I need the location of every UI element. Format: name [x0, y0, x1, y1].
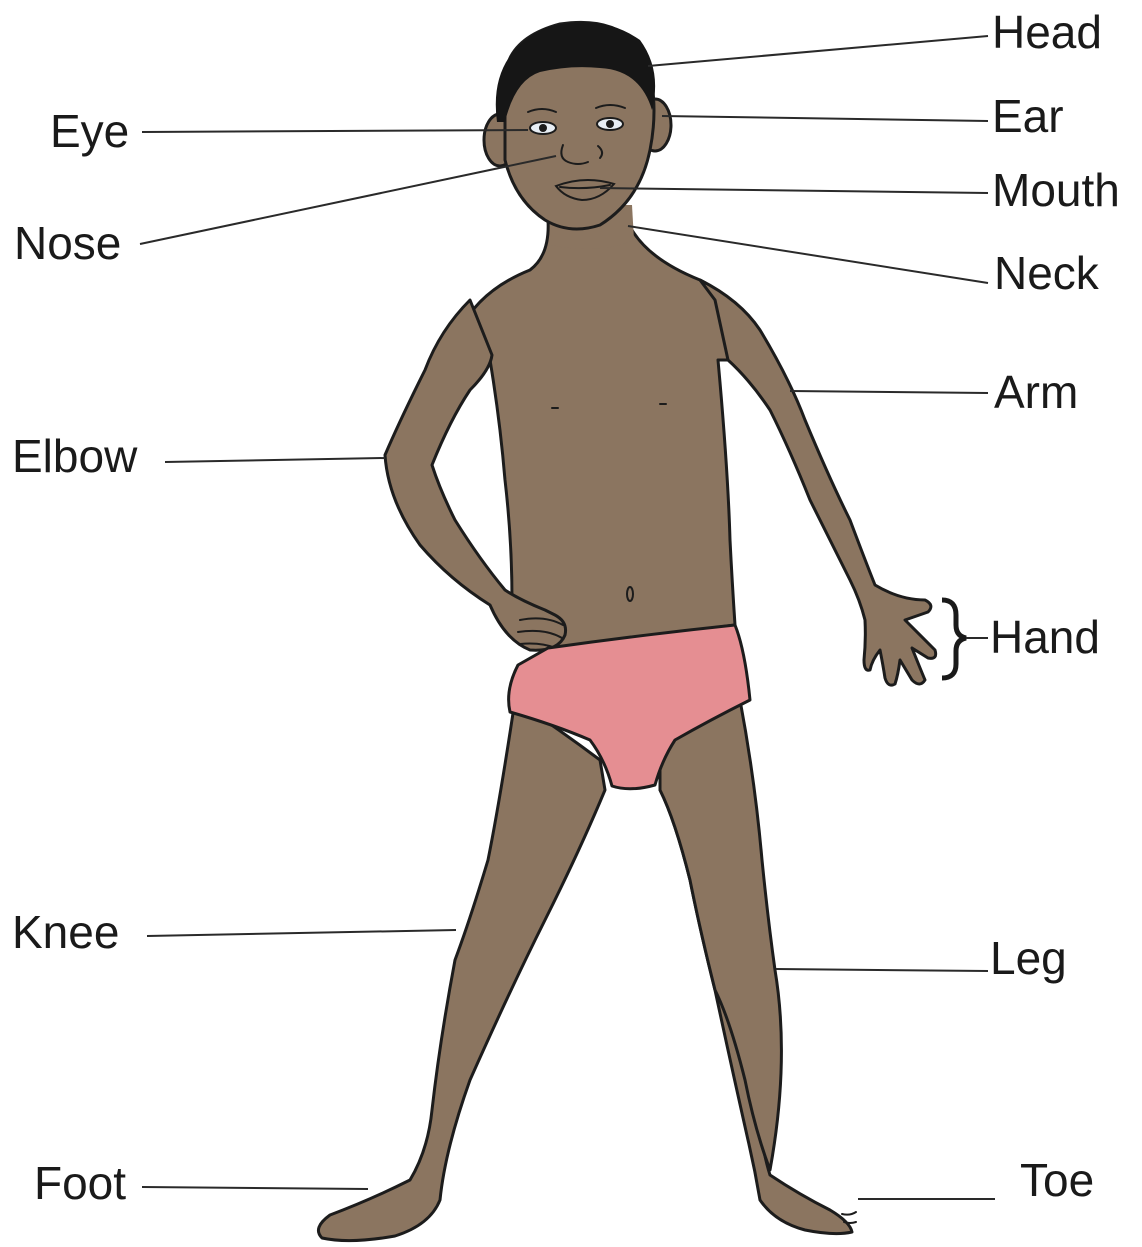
hand-brace — [942, 600, 966, 678]
label-arm: Arm — [994, 366, 1078, 418]
label-foot: Foot — [34, 1157, 126, 1209]
toes — [842, 1212, 856, 1223]
child-illustration — [318, 22, 935, 1240]
label-mouth: Mouth — [992, 164, 1120, 216]
right-leg-upper — [660, 700, 781, 1170]
label-ear: Ear — [992, 90, 1064, 142]
label-elbow: Elbow — [12, 430, 138, 482]
label-knee: Knee — [12, 906, 119, 958]
label-neck: Neck — [994, 247, 1100, 299]
label-nose: Nose — [14, 217, 121, 269]
left-leg — [318, 700, 605, 1241]
label-head: Head — [992, 6, 1102, 58]
label-hand: Hand — [990, 611, 1100, 663]
label-toe: Toe — [1020, 1154, 1094, 1206]
label-eye: Eye — [50, 105, 129, 157]
label-leg: Leg — [990, 932, 1067, 984]
